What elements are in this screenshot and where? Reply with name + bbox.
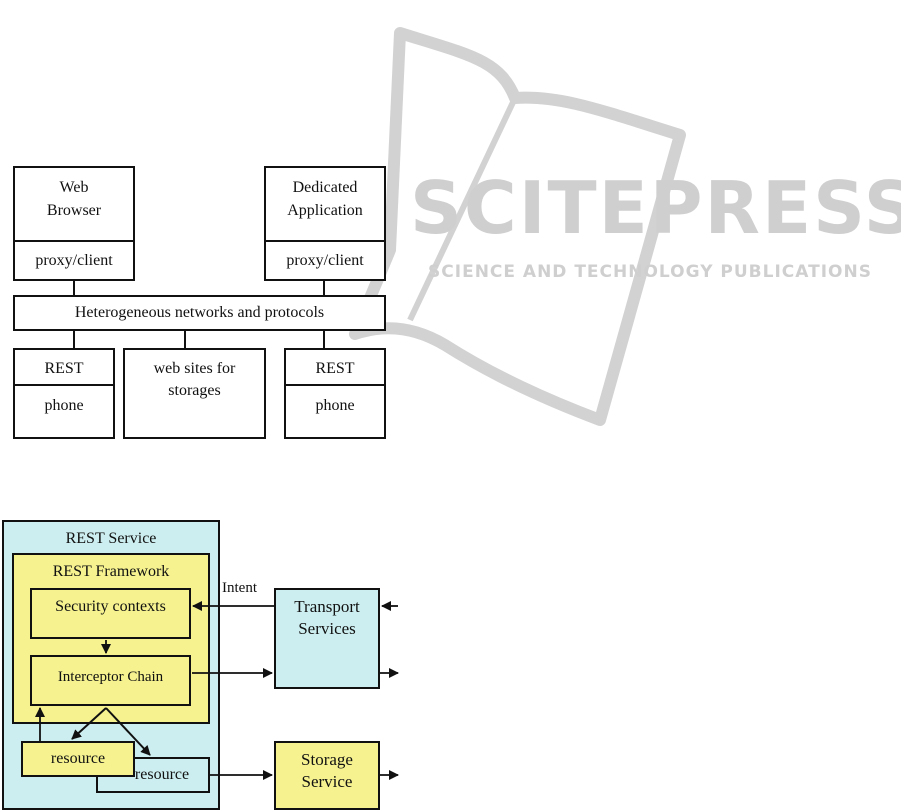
dedicated-app-line2: Application [287,202,363,219]
right-phone-box: REST phone [284,348,386,439]
transport-services-line2: Services [298,619,356,638]
right-phone-label: phone [315,397,355,414]
web-browser-proxy: proxy/client [35,252,113,269]
network-label: Heterogeneous networks and protocols [74,304,325,321]
storage-service-line1: Storage [301,750,353,769]
watermark-title: SCITEPRESS [410,166,901,250]
storage-sites-line1: web sites for [153,360,236,377]
rest-framework-label: REST Framework [52,563,170,580]
security-contexts-box: Security contexts [30,588,191,639]
interceptor-chain-label: Interceptor Chain [57,669,164,685]
left-phone-rest: REST [44,360,84,377]
rest-service-label: REST Service [65,530,157,547]
storage-sites-line2: storages [168,382,221,399]
left-phone-box: REST phone [13,348,115,439]
dedicated-app-proxy: proxy/client [286,252,364,269]
intent-label: Intent [222,580,257,596]
watermark-subtitle: SCIENCE AND TECHNOLOGY PUBLICATIONS [428,262,872,282]
dedicated-app-line1: Dedicated [292,179,358,196]
right-phone-rest: REST [315,360,355,377]
resource-front-box: resource [21,741,135,777]
resource-front-label: resource [50,750,106,767]
transport-services-box: Transport Services [274,588,380,689]
storage-service-box: Storage Service [274,741,380,810]
transport-services-line1: Transport [294,597,360,616]
security-contexts-label: Security contexts [55,598,166,615]
web-browser-line1: Web [59,179,89,196]
web-browser-line2: Browser [46,202,102,219]
web-browser-box: Web Browser proxy/client [13,166,135,281]
storage-sites-box: web sites for storages [123,348,266,439]
resource-back-label: resource [134,766,190,783]
dedicated-application-box: Dedicated Application proxy/client [264,166,386,281]
interceptor-chain-box: Interceptor Chain [30,655,191,706]
left-phone-label: phone [44,397,84,414]
storage-service-line2: Service [301,772,353,791]
network-box: Heterogeneous networks and protocols [13,295,386,331]
